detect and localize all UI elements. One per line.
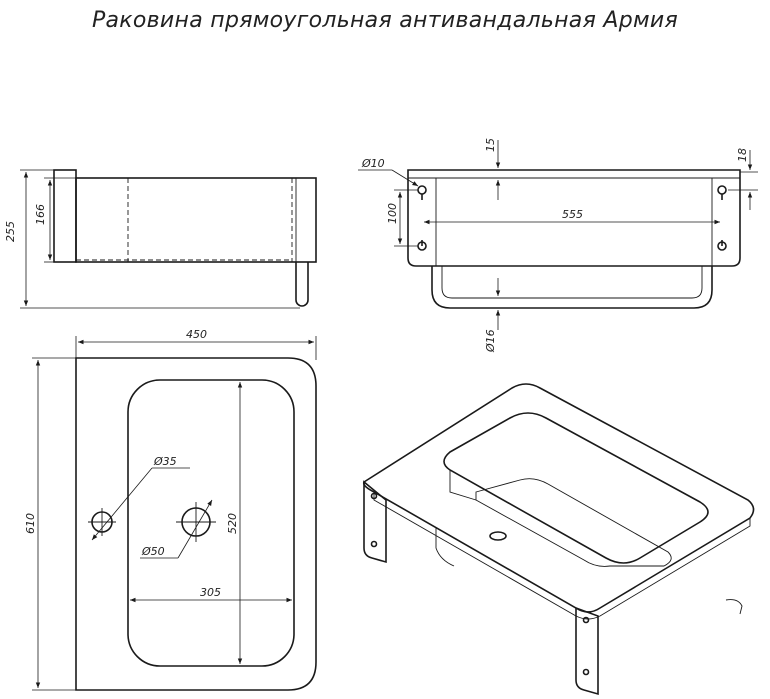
dim-offset-side: 18 (736, 148, 749, 162)
mount-slot-left-top-icon (417, 185, 427, 200)
drawing-title: Раковина прямоугольная антивандальная Ар… (91, 8, 679, 33)
dim-hole-small: Ø35 (153, 455, 177, 468)
mount-slot-right-top-icon (717, 185, 727, 200)
dim-height-bowl: 166 (34, 204, 47, 225)
mount-slot-right-bottom-icon (717, 240, 727, 251)
top-bowl-outline (127, 379, 295, 667)
iso-right-bracket (575, 606, 599, 696)
side-body (75, 177, 317, 263)
dim-bowl-width: 305 (200, 586, 221, 599)
iso-bowl-rim (443, 412, 709, 564)
dim-offset-top: 15 (484, 138, 497, 152)
dim-bowl-length: 520 (226, 513, 239, 534)
side-drain-pipe (295, 262, 309, 307)
mount-slot-left-bottom-icon (417, 240, 427, 251)
dim-mount-hole: Ø10 (361, 157, 385, 170)
iso-left-bracket (363, 480, 387, 564)
iso-top-slab (362, 383, 755, 613)
top-outer-outline (75, 357, 317, 691)
dim-mount-vertical: 100 (386, 203, 399, 224)
side-view: 255 166 (4, 169, 317, 309)
isometric-view (362, 383, 755, 696)
dim-height-total: 255 (4, 221, 17, 242)
iso-drain-icon (489, 531, 507, 541)
rear-view: 555 100 Ø10 15 18 Ø16 (358, 138, 758, 353)
dim-width-top: 450 (186, 328, 207, 341)
dim-mount-spacing: 555 (562, 208, 583, 221)
side-back-plate (53, 169, 77, 263)
rear-plate (407, 169, 741, 267)
dim-bar-diameter: Ø16 (484, 329, 497, 353)
hole-small-icon (88, 508, 116, 536)
rear-u-bar (431, 266, 713, 309)
top-view: Ø35 Ø50 450 610 520 305 (24, 328, 317, 691)
drain-hole-icon (176, 502, 216, 542)
dim-hole-drain: Ø50 (141, 545, 165, 558)
dim-length-side: 610 (24, 513, 37, 534)
